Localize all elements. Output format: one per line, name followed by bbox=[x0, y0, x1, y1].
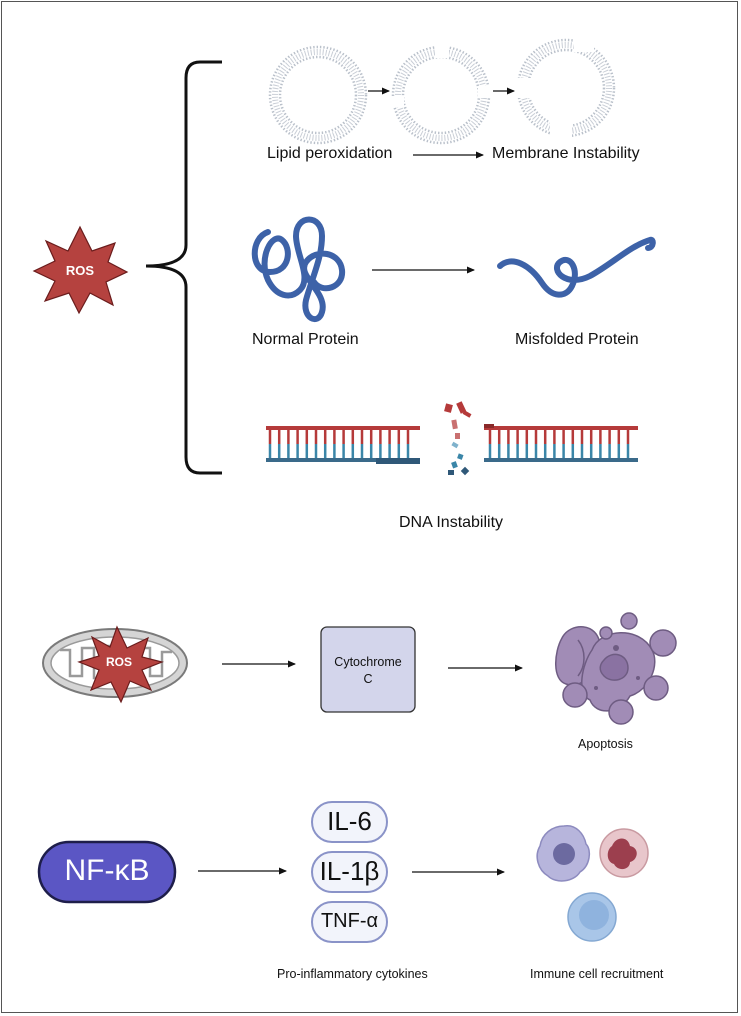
dna-instability-label: DNA Instability bbox=[399, 514, 504, 531]
immune-recruitment-caption: Immune cell recruitment bbox=[530, 967, 664, 981]
immune-cells-icon bbox=[536, 825, 649, 942]
peroxidized-membrane-icon bbox=[388, 42, 494, 145]
cytochrome-label: Cytochrome C bbox=[321, 654, 415, 688]
cytokine-pill-tnfa bbox=[311, 901, 388, 943]
misfolded-protein-icon bbox=[497, 236, 656, 298]
curly-brace bbox=[145, 60, 222, 475]
intact-membrane-icon bbox=[268, 45, 368, 145]
cytochrome-box bbox=[320, 626, 416, 713]
unstable-membrane-icon bbox=[513, 30, 616, 140]
normal-protein-icon bbox=[251, 216, 346, 323]
cytokine-tnfa-label: TNF-α bbox=[320, 910, 379, 932]
mito-ros-starburst-icon bbox=[77, 625, 164, 704]
ros-starburst-icon bbox=[32, 225, 129, 315]
cytochrome-line-2: C bbox=[363, 672, 373, 686]
lipid-peroxidation-label: Lipid peroxidation bbox=[267, 145, 393, 162]
dna-fragments-icon bbox=[444, 401, 472, 476]
dna-strand-right-icon bbox=[484, 424, 638, 462]
cytokine-pill-il6 bbox=[311, 801, 388, 843]
cytokine-pill-il1b bbox=[311, 851, 388, 893]
nfkb-label: NF-κB bbox=[64, 854, 150, 887]
nfkb-pill bbox=[37, 840, 177, 904]
normal-protein-label: Normal Protein bbox=[252, 331, 359, 348]
ros-label: ROS bbox=[65, 263, 95, 278]
cytokines-caption: Pro-inflammatory cytokines bbox=[277, 967, 428, 981]
apoptosis-label: Apoptosis bbox=[578, 737, 633, 751]
mito-ros-label: ROS bbox=[105, 655, 132, 669]
misfolded-protein-label: Misfolded Protein bbox=[515, 331, 639, 348]
membrane-instability-label: Membrane Instability bbox=[492, 145, 640, 162]
dna-strand-left-icon bbox=[266, 426, 420, 464]
cytokine-il6-label: IL-6 bbox=[327, 806, 372, 836]
apoptotic-cell-icon bbox=[555, 612, 677, 725]
cytochrome-line-1: Cytochrome bbox=[334, 655, 402, 669]
cytokine-il1b-label: IL-1β bbox=[319, 856, 380, 886]
